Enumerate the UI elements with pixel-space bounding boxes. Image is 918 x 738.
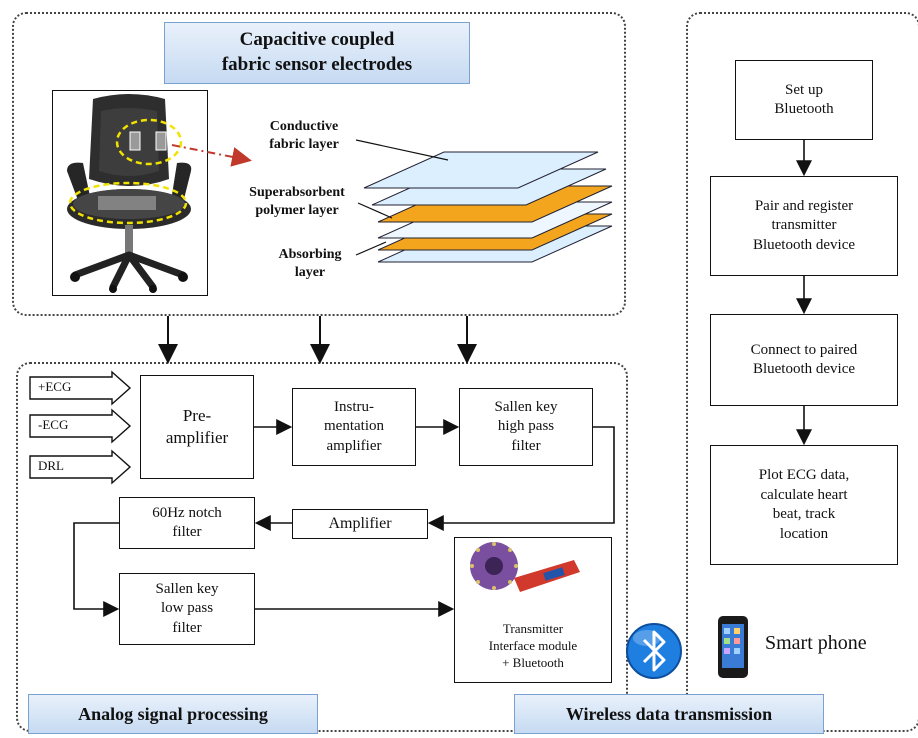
wireless-section-title: Wireless data transmission (514, 694, 824, 734)
connect-paired-step: Connect to paired Bluetooth device (710, 314, 898, 406)
notch-filter-block: 60Hz notch filter (119, 497, 255, 549)
instrumentation-amplifier-block: Instru- mentation amplifier (292, 388, 416, 466)
transmitter-board-image (470, 542, 580, 592)
superabsorbent-layer-label: Superabsorbent polymer layer (249, 185, 345, 218)
input-plus-ecg: +ECG (30, 374, 130, 400)
sensor-section-border (12, 12, 626, 316)
bluetooth-icon (626, 623, 682, 679)
highpass-filter-block: Sallen key high pass filter (459, 388, 593, 466)
absorbing-layer-label: Absorbing layer (278, 247, 342, 280)
amplifier-block: Amplifier (292, 509, 428, 539)
back-electrode-highlight (115, 118, 183, 166)
input-drl-label: DRL (38, 458, 64, 473)
analog-section-title: Analog signal processing (28, 694, 318, 734)
input-plus-ecg-label: +ECG (38, 379, 72, 394)
electrode-pointer-arrow (171, 144, 252, 167)
pair-register-step: Pair and register transmitter Bluetooth … (710, 176, 898, 276)
input-drl: DRL (30, 453, 130, 479)
transmitter-module-label: Transmitter Interface module + Bluetooth (488, 621, 578, 671)
smart-phone-icon (718, 616, 748, 678)
preamplifier-block: Pre- amplifier (140, 375, 254, 479)
seat-electrode-highlight (68, 181, 188, 225)
conductive-layer-label: Conductive fabric layer (269, 119, 339, 152)
plot-ecg-step: Plot ECG data, calculate heart beat, tra… (710, 445, 898, 565)
input-minus-ecg: -ECG (30, 412, 130, 438)
input-minus-ecg-label: -ECG (38, 417, 69, 432)
lowpass-filter-block: Sallen key low pass filter (119, 573, 255, 645)
sensor-section-title: Capacitive coupled fabric sensor electro… (164, 22, 470, 84)
fabric-layer-stack (363, 151, 613, 263)
setup-bluetooth-step: Set up Bluetooth (735, 60, 873, 140)
smart-phone-label: Smart phone (765, 632, 867, 654)
